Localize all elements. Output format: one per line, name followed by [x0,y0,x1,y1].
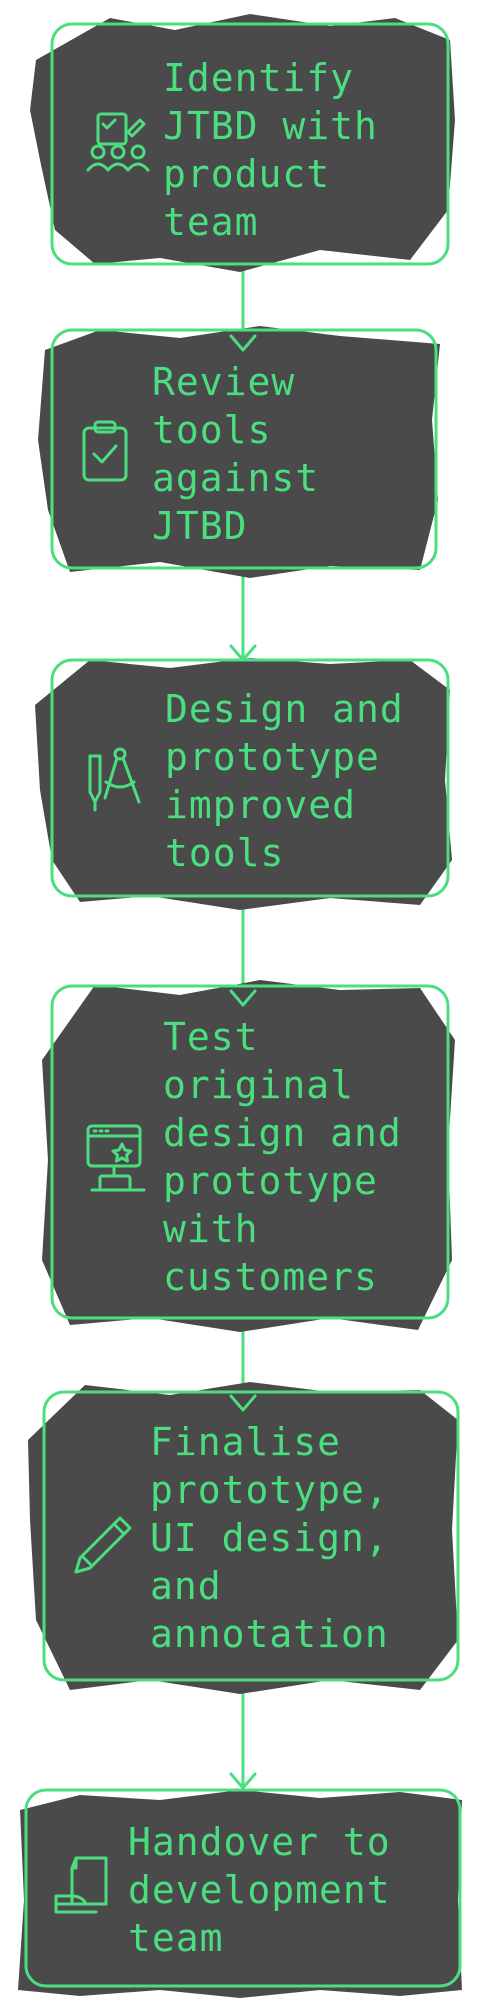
step-6-label: Handover to development team [128,1820,415,1960]
step-6: Handover to development team [18,1788,462,1998]
step-6-label-line: team [128,1916,224,1960]
team-checklist-icon [86,112,150,172]
arrowhead-2 [229,334,257,352]
step-3-label: Design and prototype improved tools [165,687,428,875]
step-6-box [24,1788,462,1988]
step-5-label-line: and [150,1564,222,1608]
step-5: Finalise prototype, UI design, and annot… [28,1382,460,1694]
step-4-label-line: customers [163,1255,378,1299]
step-1-label: Identify JTBD with product team [163,56,402,244]
step-2-label-line: Review [152,360,295,404]
step-5-box [42,1390,460,1682]
step-1: Identify JTBD with product team [30,14,455,272]
step-1-label-line: product [163,152,330,196]
step-4-label-line: design and [163,1111,402,1155]
step-5-label-line: Finalise [150,1420,341,1464]
step-3-label-line: prototype [165,735,380,779]
step-2-label-line: against [152,456,319,500]
step-3-scribble [35,658,452,910]
step-3-label-line: improved [165,783,356,827]
handover-document-icon [54,1856,108,1914]
design-tools-icon [88,747,141,812]
step-3-box [50,658,450,898]
arrowhead-5 [229,1394,257,1412]
step-6-label-line: development [128,1868,391,1912]
step-5-label: Finalise prototype, UI design, and annot… [150,1420,413,1656]
step-5-label-line: annotation [150,1612,389,1656]
step-3-label-line: Design and [165,687,404,731]
user-testing-icon [86,1124,146,1192]
step-4-label-line: with [163,1207,259,1251]
step-5-label-line: UI design, [150,1516,389,1560]
step-2-scribble [38,326,440,578]
step-4-label-line: original [163,1063,354,1107]
step-6-scribble [18,1790,462,1998]
arrowheads [229,334,257,1790]
step-2-label-line: tools [152,408,271,452]
step-3-label-line: tools [165,831,284,875]
step-1-box [50,22,450,266]
step-2: Review tools against JTBD [38,326,440,578]
step-5-scribble [28,1382,458,1694]
step-1-label-line: Identify [163,56,354,100]
step-1-scribble [30,14,455,272]
step-4-scribble [42,980,455,1332]
arrowhead-3 [229,644,257,662]
step-4-label: Test original design and prototype with … [163,1015,426,1299]
step-1-label-line: team [163,200,259,244]
step-4-label-line: Test [163,1015,259,1059]
step-4: Test original design and prototype with … [42,980,455,1332]
step-4-box [50,984,450,1320]
step-1-label-line: JTBD with [163,104,378,148]
pencil-icon [74,1516,132,1574]
arrowhead-6 [229,1772,257,1790]
step-2-label-line: JTBD [152,504,248,548]
step-6-label-line: Handover to [128,1820,391,1864]
step-2-box [50,328,438,570]
arrowhead-4 [229,989,257,1007]
clipboard-check-icon [82,420,128,482]
step-2-label: Review tools against JTBD [152,360,343,548]
step-4-label-line: prototype [163,1159,378,1203]
step-3: Design and prototype improved tools [35,658,452,910]
step-5-label-line: prototype, [150,1468,389,1512]
